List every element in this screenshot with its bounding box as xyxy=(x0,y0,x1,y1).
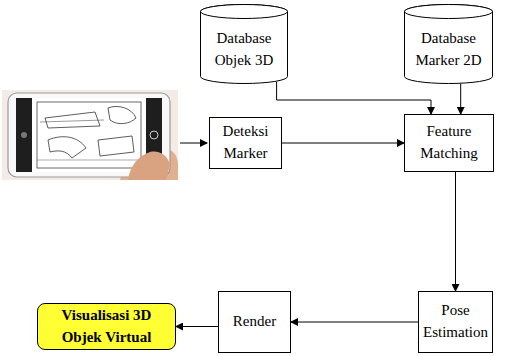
node-label: Pose Estimation xyxy=(423,300,488,344)
database-cylinder: Database Marker 2D xyxy=(404,4,493,84)
node-label: Database Objek 3D xyxy=(206,28,282,72)
camera-bar-left xyxy=(16,98,32,172)
drawing-part xyxy=(48,137,86,158)
cylinder-body xyxy=(201,5,288,84)
input-arrow xyxy=(180,143,207,144)
process-box: Feature Matching xyxy=(404,114,494,172)
drawing-part xyxy=(98,136,134,156)
thumb xyxy=(128,152,170,180)
drawing-part xyxy=(45,112,100,128)
cylinder-top xyxy=(201,5,288,19)
drawing-iso xyxy=(108,106,136,123)
node-label: Deteksi Marker xyxy=(215,121,276,165)
flow-arrow xyxy=(460,84,461,114)
flow-arrow xyxy=(291,322,418,323)
flow-arrow xyxy=(176,326,218,327)
phone-screen xyxy=(32,98,146,172)
flow-arrow xyxy=(277,82,431,114)
drawing-axis xyxy=(40,120,104,122)
shutter-button xyxy=(150,131,158,139)
process-box: Deteksi Marker xyxy=(209,117,282,169)
node-label: Visualisasi 3D Objek Virtual xyxy=(44,305,169,349)
database-cylinder: Database Objek 3D xyxy=(200,4,288,84)
output-box: Visualisasi 3D Objek Virtual xyxy=(37,303,176,350)
flow-arrow xyxy=(455,172,456,291)
process-box: Pose Estimation xyxy=(418,291,493,353)
flow-arrow xyxy=(282,143,404,144)
node-label: Database Marker 2D xyxy=(410,28,487,72)
photo-ground xyxy=(2,90,178,180)
process-box: Render xyxy=(218,291,291,353)
hand-with-phone xyxy=(2,90,178,180)
camera-button xyxy=(21,132,27,138)
node-label: Render xyxy=(233,311,276,333)
cylinder-top xyxy=(405,5,493,19)
title-block-line xyxy=(37,160,141,161)
node-label: Feature Matching xyxy=(410,121,488,165)
cylinder-body xyxy=(405,5,493,84)
drawing-frame xyxy=(37,102,141,168)
